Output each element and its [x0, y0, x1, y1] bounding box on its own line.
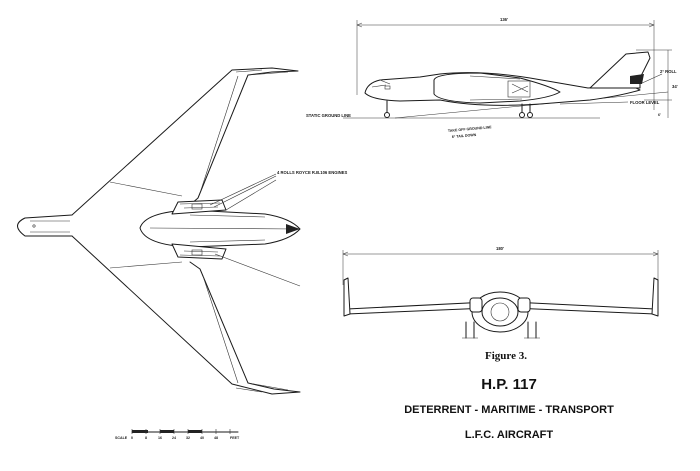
scale-units: FEET	[230, 436, 240, 440]
front-view	[342, 250, 659, 339]
scale-label: SCALE	[115, 436, 128, 440]
roll-label: 2° ROLL	[660, 69, 677, 74]
plan-view	[17, 67, 301, 395]
front-engines	[469, 297, 483, 313]
aircraft-subtitle: DETERRENT - MARITIME - TRANSPORT	[404, 404, 614, 416]
front-landing-gear	[465, 321, 537, 339]
scale-tick-16: 16	[158, 436, 162, 440]
scale-tick-0: 0	[131, 436, 133, 440]
scale-bar	[131, 429, 239, 434]
scale-tick-8: 8	[145, 436, 147, 440]
dim-height-right-label: 34'	[672, 84, 678, 89]
scale-tick-48: 48	[214, 436, 218, 440]
take-off-tail-down-label: 6° TAIL DOWN	[452, 133, 477, 139]
plan-nose-section	[17, 214, 73, 237]
floor-level-label: FLOOR LEVEL	[630, 100, 660, 105]
scale-tick-40: 40	[200, 436, 204, 440]
front-fuselage-inner	[481, 297, 519, 327]
dim-length-label: 136'	[500, 17, 508, 22]
figure-caption: Figure 3.	[485, 350, 527, 362]
scale-tick-24: 24	[172, 436, 176, 440]
engines-label: 4 ROLLS ROYCE R.B.106 ENGINES	[277, 170, 347, 175]
plan-upper-wing	[71, 67, 299, 216]
front-left-tip-fin	[343, 277, 351, 317]
scale-tick-32: 32	[186, 436, 190, 440]
aircraft-title: H.P. 117	[481, 376, 537, 393]
engine-leader-lines	[209, 173, 301, 287]
side-view	[343, 20, 672, 119]
take-off-ground-line-label: TAKE OFF GROUND LINE	[448, 125, 493, 133]
plan-lower-wing	[71, 235, 301, 395]
static-ground-line-label: STATIC GROUND LINE	[306, 113, 351, 118]
side-engine-pod	[433, 72, 561, 104]
side-main-gear	[521, 103, 531, 113]
aircraft-subtitle-2: L.F.C. AIRCRAFT	[465, 429, 553, 441]
dim-span-label: 180'	[496, 246, 504, 251]
dim-height-small-label: 6'	[658, 113, 661, 117]
front-right-tip-fin	[651, 277, 659, 317]
